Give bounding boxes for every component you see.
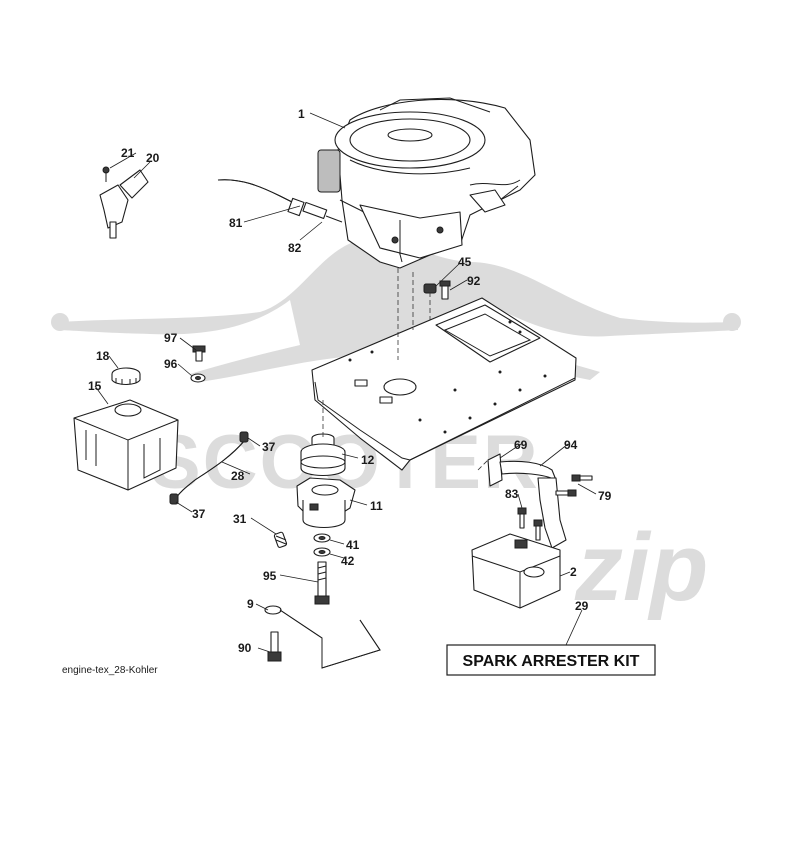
engine bbox=[317, 97, 536, 269]
fuel-hose bbox=[169, 431, 249, 505]
callout-2: 2 bbox=[570, 565, 577, 579]
callout-97: 97 bbox=[164, 331, 178, 345]
callout-31: 31 bbox=[233, 512, 247, 526]
bolt-washer bbox=[190, 345, 206, 383]
chassis-plate bbox=[311, 297, 577, 471]
callout-1: 1 bbox=[298, 107, 305, 121]
engine-mount-hardware bbox=[423, 280, 451, 300]
callout-29: 29 bbox=[575, 599, 589, 613]
callout-12: 12 bbox=[361, 453, 375, 467]
callout-69: 69 bbox=[514, 438, 528, 452]
electric-clutch bbox=[296, 477, 356, 529]
watermark-left-dot bbox=[51, 313, 69, 331]
watermark-word2: zip bbox=[574, 514, 708, 621]
fuel-tank bbox=[73, 399, 179, 491]
callout-41: 41 bbox=[346, 538, 360, 552]
muffler bbox=[471, 533, 561, 609]
callout-15: 15 bbox=[88, 379, 102, 393]
callout-18: 18 bbox=[96, 349, 110, 363]
throttle-bracket bbox=[99, 166, 149, 239]
brace-rod bbox=[264, 605, 381, 669]
callout-28: 28 bbox=[231, 469, 245, 483]
callout-11: 11 bbox=[370, 499, 383, 513]
spring-clip bbox=[273, 531, 288, 548]
exhaust-pipe bbox=[487, 453, 593, 549]
callout-20: 20 bbox=[146, 151, 160, 165]
brace-bolt bbox=[267, 631, 282, 662]
drawing-id: engine-tex_28-Kohler bbox=[62, 665, 158, 676]
callout-37-lower: 37 bbox=[192, 507, 206, 521]
callout-96: 96 bbox=[164, 357, 178, 371]
fuel-cap bbox=[111, 367, 141, 386]
leader-lines bbox=[94, 112, 597, 653]
callout-90: 90 bbox=[238, 641, 252, 655]
callout-labels: 1 21 20 81 82 45 92 97 96 18 15 37 12 28… bbox=[88, 107, 612, 655]
callout-82: 82 bbox=[288, 241, 302, 255]
callout-9: 9 bbox=[247, 597, 254, 611]
alignment-lines bbox=[322, 268, 489, 471]
callout-94: 94 bbox=[564, 438, 578, 452]
watermark-swoosh bbox=[308, 260, 440, 359]
watermark-scooter-silhouette bbox=[60, 239, 738, 382]
callout-21: 21 bbox=[121, 146, 135, 160]
clutch-washers bbox=[313, 533, 331, 557]
watermark-right-dot bbox=[723, 313, 741, 331]
callout-81: 81 bbox=[229, 216, 243, 230]
spark-arrester-kit-label: SPARK ARRESTER KIT bbox=[463, 653, 640, 670]
callout-95: 95 bbox=[263, 569, 277, 583]
callout-42: 42 bbox=[341, 554, 355, 568]
callout-45: 45 bbox=[458, 255, 472, 269]
callout-79: 79 bbox=[598, 489, 612, 503]
clutch-bolt bbox=[314, 561, 330, 605]
callout-92: 92 bbox=[467, 274, 481, 288]
callout-37-upper: 37 bbox=[262, 440, 276, 454]
callout-83: 83 bbox=[505, 487, 519, 501]
spark-arrester-kit-box: SPARK ARRESTER KIT bbox=[446, 644, 656, 676]
pulley bbox=[300, 433, 346, 477]
